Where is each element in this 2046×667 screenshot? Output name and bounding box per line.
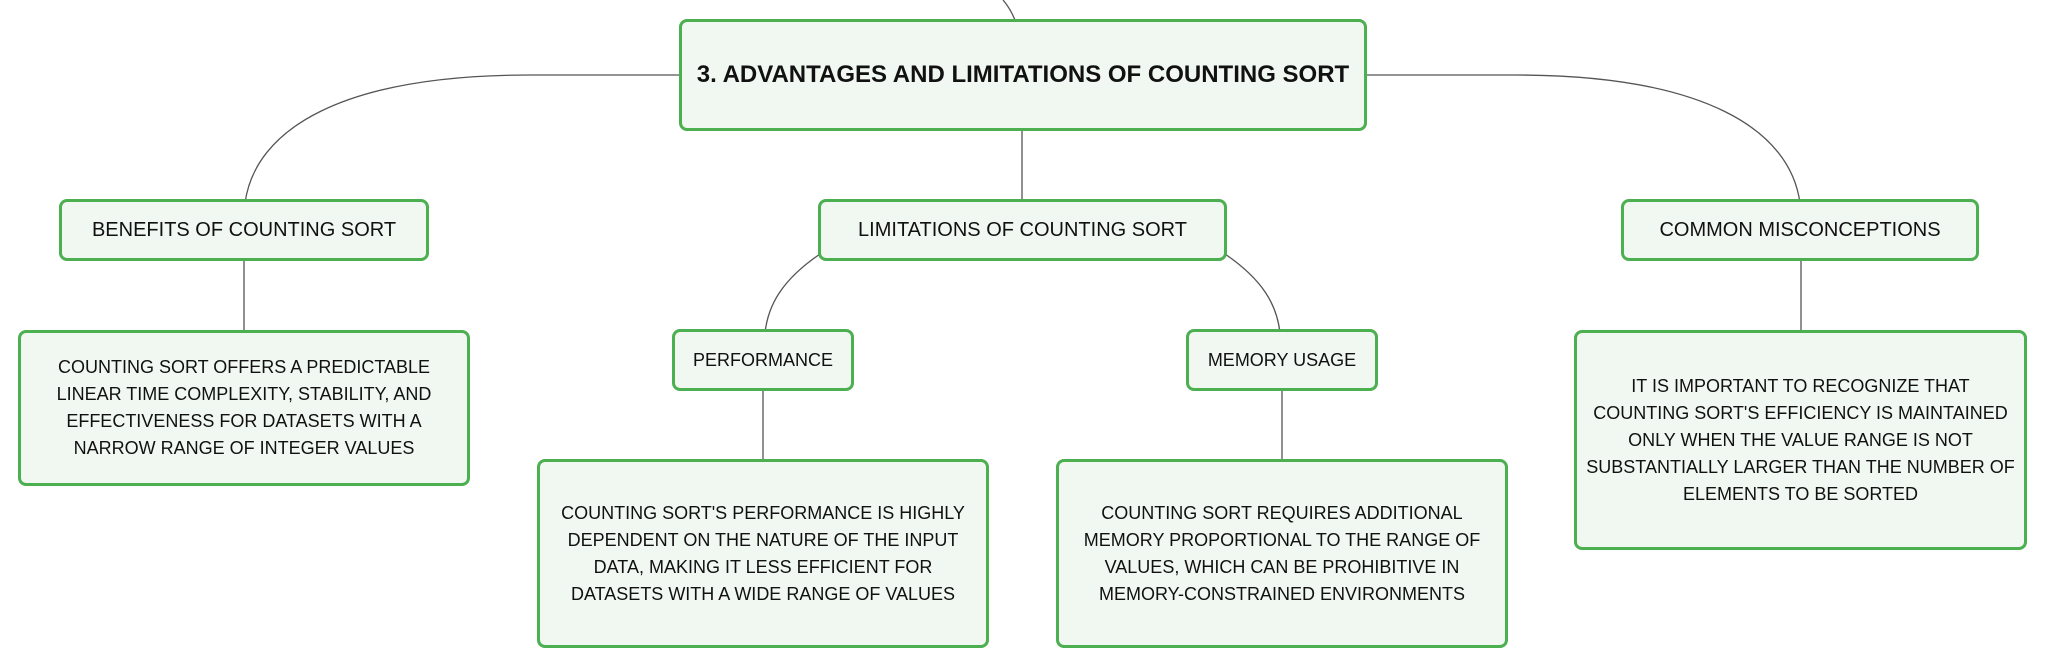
limitations-topic-label: LIMITATIONS OF COUNTING SORT	[858, 218, 1187, 241]
root-topic[interactable]: 3. ADVANTAGES AND LIMITATIONS OF COUNTIN…	[679, 19, 1367, 131]
memory-usage-detail-text: COUNTING SORT REQUIRES ADDITIONAL MEMORY…	[1083, 502, 1481, 604]
connector-limitations-performance	[764, 253, 821, 334]
performance-topic-label: PERFORMANCE	[692, 349, 833, 370]
misconceptions-detail-text: IT IS IMPORTANT TO RECOGNIZE THAT COUNTI…	[1586, 375, 2015, 504]
memory-usage-topic[interactable]: MEMORY USAGE	[1186, 329, 1378, 391]
benefits-topic-label: BENEFITS OF COUNTING SORT	[91, 218, 397, 241]
performance-topic[interactable]: PERFORMANCE	[672, 329, 854, 391]
performance-detail[interactable]: COUNTING SORT'S PERFORMANCE IS HIGHLY DE…	[537, 459, 989, 648]
misconceptions-topic[interactable]: COMMON MISCONCEPTIONS	[1621, 199, 1979, 261]
performance-detail-text: COUNTING SORT'S PERFORMANCE IS HIGHLY DE…	[561, 502, 965, 604]
connector-root-parent	[1002, 0, 1016, 21]
memory-usage-detail[interactable]: COUNTING SORT REQUIRES ADDITIONAL MEMORY…	[1056, 459, 1508, 648]
root-topic-label: 3. ADVANTAGES AND LIMITATIONS OF COUNTIN…	[696, 61, 1350, 88]
connector-root-benefits	[244, 74, 680, 204]
benefits-detail-text: COUNTING SORT OFFERS A PREDICTABLE LINEA…	[56, 357, 432, 458]
benefits-topic[interactable]: BENEFITS OF COUNTING SORT	[59, 199, 429, 261]
misconceptions-detail[interactable]: IT IS IMPORTANT TO RECOGNIZE THAT COUNTI…	[1574, 330, 2027, 550]
connector-limitations-memory	[1224, 253, 1281, 334]
connector-root-misconceptions	[1366, 74, 1801, 204]
benefits-detail[interactable]: COUNTING SORT OFFERS A PREDICTABLE LINEA…	[18, 330, 470, 486]
memory-usage-topic-label: MEMORY USAGE	[1207, 349, 1357, 370]
limitations-topic[interactable]: LIMITATIONS OF COUNTING SORT	[818, 199, 1227, 261]
misconceptions-topic-label: COMMON MISCONCEPTIONS	[1659, 218, 1941, 241]
